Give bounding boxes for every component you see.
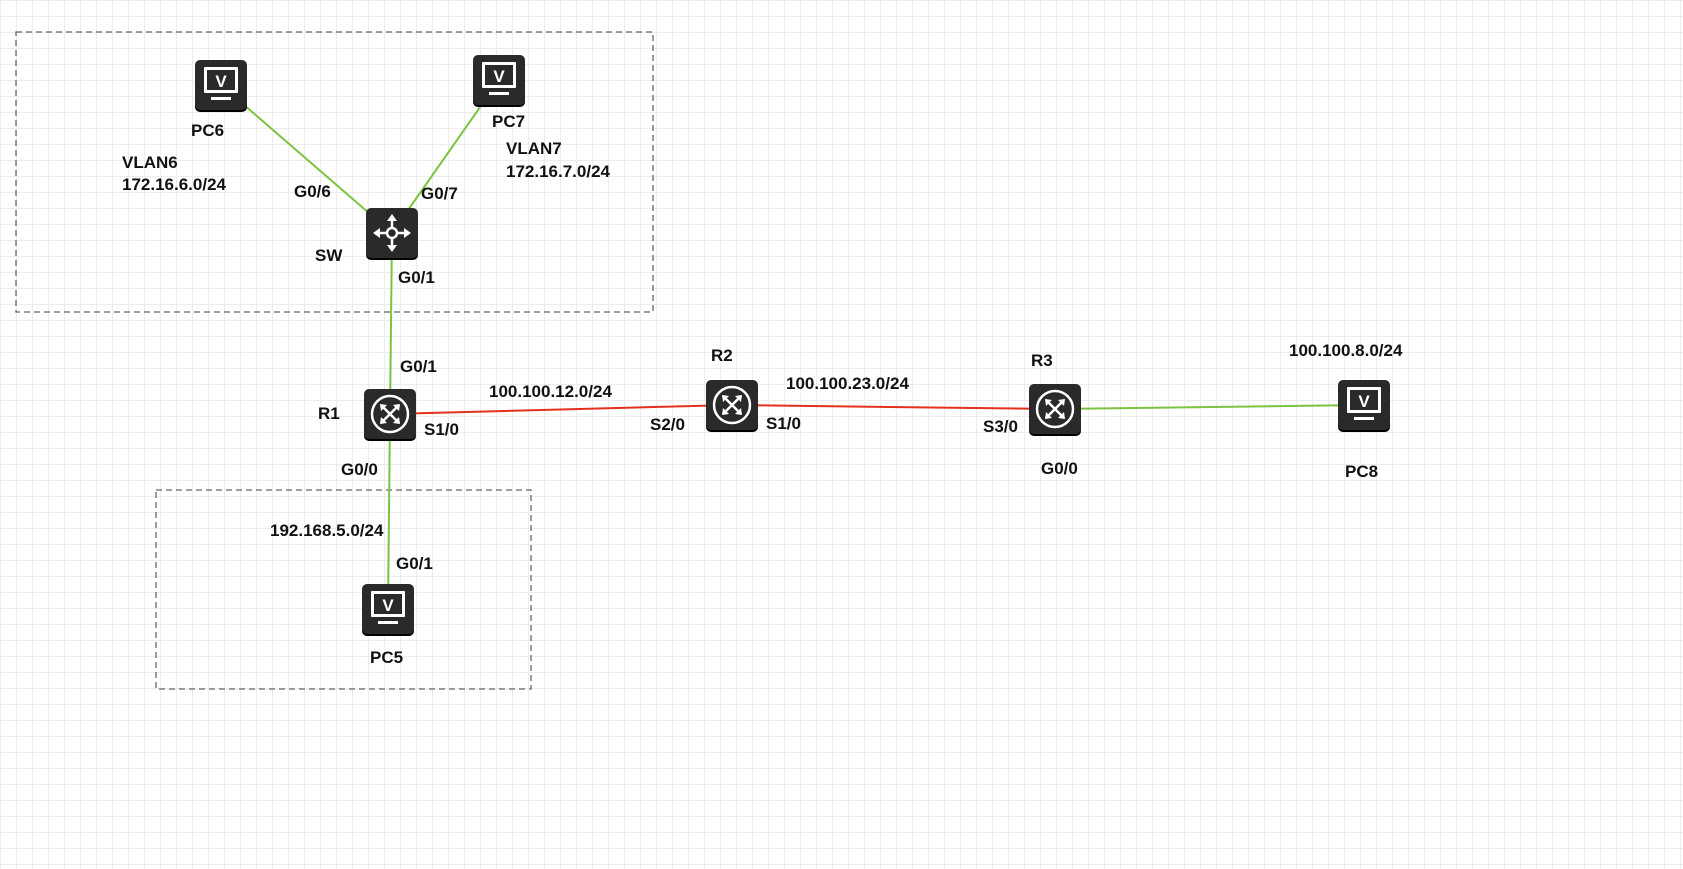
r3-name: R3 [1031, 351, 1053, 370]
vlan7-name: VLAN7 [506, 139, 562, 158]
pc6-name: PC6 [191, 121, 225, 140]
pc6-device[interactable]: V [195, 60, 247, 110]
pc5-g01-label: G0/1 [396, 554, 433, 573]
link-pc6-sw[interactable] [220, 84, 393, 234]
vlan7-subnet: 172.16.7.0/24 [506, 162, 610, 181]
svg-text:V: V [215, 72, 227, 91]
pc-icon: V [204, 67, 238, 100]
link-pc7-sw[interactable] [391, 79, 500, 234]
pc8-name: PC8 [1345, 462, 1379, 481]
r2-device[interactable] [706, 380, 758, 430]
r3-g00-label: G0/0 [1041, 459, 1078, 478]
r2-r3-subnet: 100.100.23.0/24 [786, 374, 909, 393]
pc-icon: V [371, 591, 405, 624]
r2-name: R2 [711, 346, 733, 365]
pc5-lan-area-box [155, 489, 532, 690]
r1-device[interactable] [364, 389, 416, 439]
sw-g01-label: G0/1 [398, 268, 435, 287]
links-layer [220, 79, 1365, 610]
r3-s30-label: S3/0 [983, 417, 1018, 436]
vlan6-subnet: 172.16.6.0/24 [122, 175, 226, 194]
r1-s10-label: S1/0 [424, 420, 459, 439]
pc5-lan-subnet: 192.168.5.0/24 [270, 521, 384, 540]
router-icon [712, 385, 752, 425]
pc-icon: V [1347, 387, 1381, 420]
pc7-name: PC7 [492, 112, 526, 131]
link-r2-r3[interactable] [731, 404, 1056, 410]
link-r1-r2[interactable] [389, 404, 733, 415]
sw-g07-label: G0/7 [421, 184, 458, 203]
svg-text:V: V [493, 67, 505, 86]
pc-icon: V [482, 62, 516, 95]
router-icon [370, 394, 410, 434]
r2-s20-label: S2/0 [650, 415, 685, 434]
vlan6-name: VLAN6 [122, 153, 178, 172]
pc8-device[interactable]: V [1338, 380, 1390, 430]
r1-g01-label: G0/1 [400, 357, 437, 376]
link-r3-pc8[interactable] [1054, 404, 1365, 410]
sw-device[interactable] [366, 208, 418, 258]
pc7-device[interactable]: V [473, 55, 525, 105]
pc5-device[interactable]: V [362, 584, 414, 634]
switch-icon [373, 214, 411, 252]
link-sw-r1[interactable] [389, 232, 393, 415]
r1-g00-label: G0/0 [341, 460, 378, 479]
pc8-lan-subnet: 100.100.8.0/24 [1289, 341, 1403, 360]
vlan-area-box [15, 31, 654, 313]
pc5-name: PC5 [370, 648, 404, 667]
link-r1-pc5[interactable] [387, 413, 391, 610]
svg-text:V: V [382, 596, 394, 615]
r1-r2-subnet: 100.100.12.0/24 [489, 382, 612, 401]
r2-s10-label: S1/0 [766, 414, 801, 433]
svg-text:V: V [1358, 392, 1370, 411]
sw-name: SW [315, 246, 343, 265]
router-icon [1035, 389, 1075, 429]
r1-name: R1 [318, 404, 340, 423]
sw-g06-label: G0/6 [294, 182, 331, 201]
r3-device[interactable] [1029, 384, 1081, 434]
